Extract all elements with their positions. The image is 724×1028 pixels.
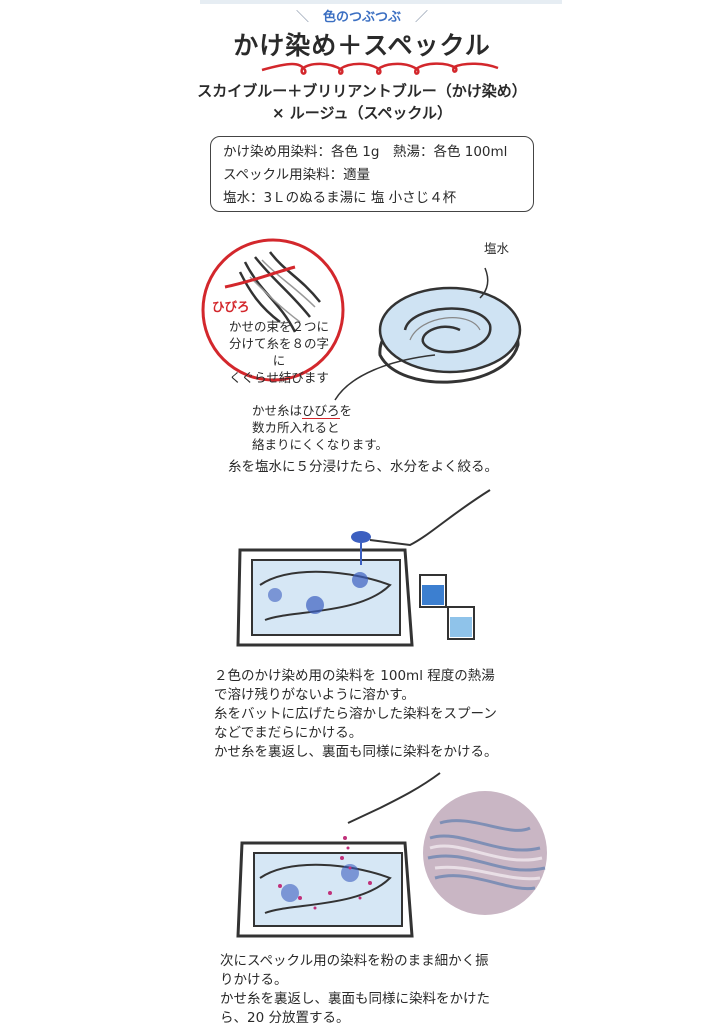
note-line: かせ糸はひびろを bbox=[252, 402, 388, 419]
subtitle-text: 色のつぶつぶ bbox=[322, 10, 401, 25]
note-text: かせ糸は bbox=[252, 403, 303, 418]
section-subtitle: ＼色のつぶつぶ／ bbox=[295, 10, 429, 25]
saltwater-label: 塩水 bbox=[484, 241, 510, 256]
hibiro-label: ひびろ bbox=[212, 299, 250, 314]
note-text: を bbox=[339, 403, 353, 418]
speckle-tray-illustration bbox=[236, 772, 547, 938]
material-item: スペックル用染料：適量 bbox=[223, 167, 371, 183]
instruction-line: かせ糸を裏返し、裏面も同様に染料をかけた bbox=[220, 991, 490, 1007]
saltwater-bowl-illustration bbox=[334, 267, 522, 401]
note-line: 分けて糸を８の字に bbox=[228, 336, 329, 368]
instruction-line: かせ糸を裏返し、裏面も同様に染料をかける。 bbox=[214, 744, 498, 760]
colors-line-2: × ルージュ（スペックル） bbox=[272, 104, 452, 122]
note-line: くぐらせ結びます bbox=[229, 370, 329, 385]
step1-instruction: 糸を塩水に５分浸けたら、水分をよく絞る。 bbox=[228, 459, 498, 475]
top-border bbox=[200, 0, 562, 4]
material-item: 塩水：3Ｌのぬるま湯に 塩 小さじ４杯 bbox=[223, 190, 457, 206]
page-title: かけ染め＋スペックル bbox=[233, 31, 491, 60]
red-yarn-decoration bbox=[261, 62, 499, 75]
instruction-line: りかける。 bbox=[220, 972, 288, 988]
note-highlight: ひびろ bbox=[302, 403, 340, 419]
instruction-line: で溶け残りがないように溶かす。 bbox=[214, 687, 415, 703]
step3-instructions: 次にスペックル用の染料を粉のまま細かく振 りかける。 かせ糸を裏返し、裏面も同様… bbox=[220, 952, 490, 1028]
instruction-line: ２色のかけ染め用の染料を 100ml 程度の熱湯 bbox=[214, 668, 495, 684]
hibiro-knot-illustration bbox=[201, 238, 345, 382]
note-line: 数カ所入れると bbox=[252, 420, 340, 435]
hibiro-note: かせ糸はひびろを 数カ所入れると 絡まりにくくなります。 bbox=[252, 402, 388, 453]
instruction-line: ら、20 分放置する。 bbox=[220, 1010, 350, 1026]
instruction-line: 糸をバットに広げたら溶かした染料をスプーン bbox=[214, 706, 497, 722]
instruction-line: などでまだらにかける。 bbox=[214, 725, 363, 741]
instruction-line: 次にスペックル用の染料を粉のまま細かく振 bbox=[220, 953, 489, 969]
note-line: 絡まりにくくなります。 bbox=[252, 437, 389, 452]
material-item: かけ染め用染料：各色 1g 熱湯：各色 100ml bbox=[223, 144, 508, 160]
dye-tray-illustration bbox=[236, 489, 491, 647]
color-combination: スカイブルー＋ブリリアントブルー（かけ染め） × ルージュ（スペックル） bbox=[0, 80, 724, 124]
note-line: かせの束を２つに bbox=[228, 319, 329, 334]
step2-instructions: ２色のかけ染め用の染料を 100ml 程度の熱湯 で溶け残りがないように溶かす。… bbox=[214, 667, 498, 762]
circle-note: かせの束を２つに 分けて糸を８の字に くぐらせ結びます bbox=[224, 318, 334, 386]
materials-box: かけ染め用染料：各色 1g 熱湯：各色 100ml スペックル用染料：適量 塩水… bbox=[210, 136, 534, 212]
colors-line-1: スカイブルー＋ブリリアントブルー（かけ染め） bbox=[197, 82, 527, 100]
